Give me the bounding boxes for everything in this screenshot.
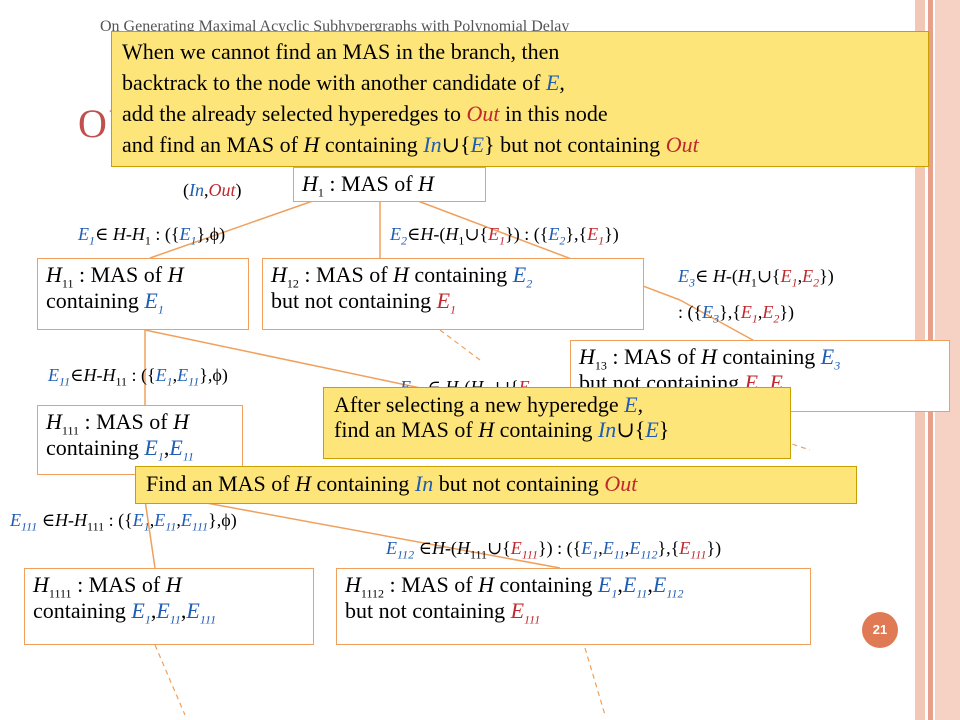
callout-backtrack: When we cannot find an MAS in the branch… [111, 31, 929, 167]
node-h1: H1 : MAS of H [293, 167, 486, 202]
root-pair-label: (In,Out) [183, 180, 242, 200]
edge-line [189, 499, 561, 569]
edge-label-e3-pair: : ({E3},{E1,E2}) [678, 302, 795, 326]
edge-dashed [154, 644, 186, 716]
edge-dashed [584, 647, 606, 716]
edge-label-e112: E112 ∈H-(H111∪{E111}) : ({E1,E11,E112},{… [386, 538, 722, 562]
slide-header: On Generating Maximal Acyclic Subhypergr… [100, 18, 570, 35]
edge-label-e111: E111 ∈H-H111 : ({E1,E11,E111},ϕ) [10, 510, 237, 534]
edge-label-e2: E2∈H-(H1∪{E1}) : ({E2},{E1}) [390, 224, 619, 248]
page-number-badge: 21 [862, 612, 898, 648]
edge-line [144, 499, 156, 569]
edge-label-e11: E11∈H-H11 : ({E1,E11},ϕ) [48, 365, 228, 389]
edge-line [144, 329, 431, 391]
callout-select: After selecting a new hyperedge E,find a… [323, 387, 791, 459]
callout-find: Find an MAS of H containing In but not c… [135, 466, 857, 504]
edge-label-e1: E1∈ H-H1 : ({E1},ϕ) [78, 224, 226, 248]
edge-line [149, 194, 331, 259]
edge-dashed [439, 329, 481, 361]
edge-label-e3: E3∈ H-(H1∪{E1,E2}) [678, 266, 834, 290]
edge-line [679, 299, 761, 345]
